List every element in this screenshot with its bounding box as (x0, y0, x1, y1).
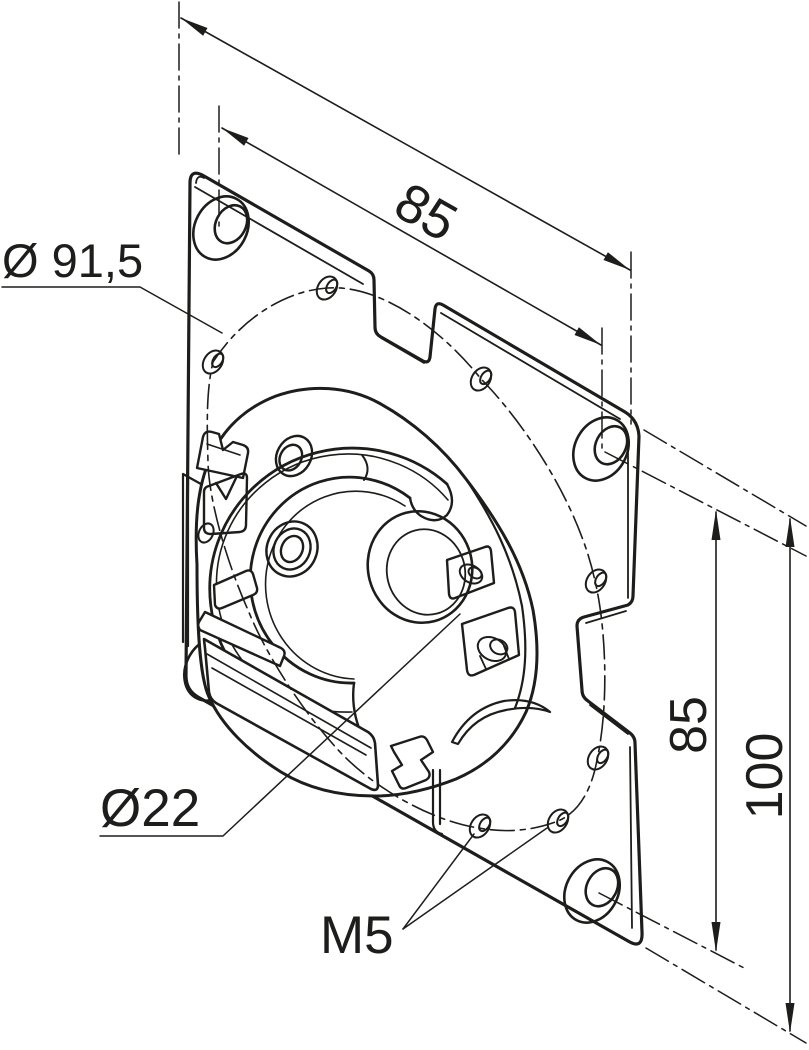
label-85-right: 85 (660, 696, 718, 754)
label-bore-diameter: Ø22 (100, 779, 200, 838)
dimension-line-100-right (785, 517, 795, 1033)
motor-bracket (181, 386, 552, 836)
dimension-line-85-right (711, 510, 721, 952)
leader-m5-a (402, 833, 475, 930)
leader-m5-b (402, 827, 548, 930)
label-85-top: 85 (385, 171, 467, 253)
dimension-line-85-top (221, 127, 602, 346)
label-100-right: 100 (736, 733, 794, 820)
label-thread-size: M5 (320, 906, 394, 965)
mounting-plate-outline (184, 171, 644, 946)
center-bore (366, 509, 474, 625)
bolt-circle-centerline (206, 287, 606, 832)
extension-lines (178, 1, 807, 1044)
dimension-line-overall-top (180, 17, 631, 271)
leader-lines (1, 286, 548, 930)
label-bolt-circle-diameter: Ø 91,5 (2, 234, 143, 287)
leader-bore (99, 613, 461, 837)
leader-bolt-circle (1, 286, 223, 334)
